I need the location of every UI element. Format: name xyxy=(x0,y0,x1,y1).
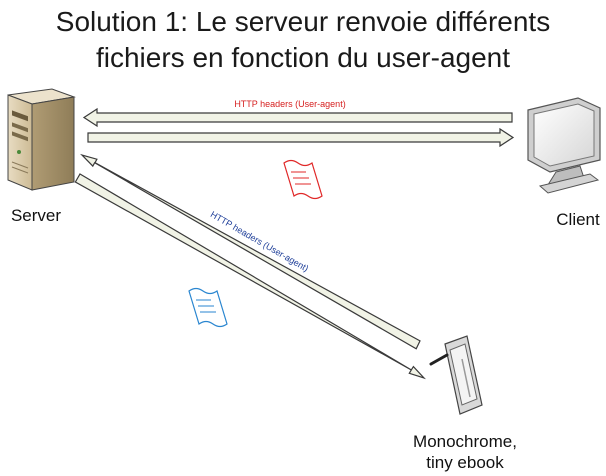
server-label: Server xyxy=(10,206,62,225)
diagram-title: Solution 1: Le serveur renvoie différent… xyxy=(0,4,606,76)
arrow-server-to-client xyxy=(87,127,515,148)
server-icon xyxy=(7,88,76,191)
arrow-server-to-ebook xyxy=(74,173,426,380)
client-label: Client xyxy=(556,210,600,229)
client-request-label: HTTP headers (User-agent) xyxy=(234,99,345,109)
arrow-ebook-to-server xyxy=(80,153,421,350)
ebook-label-line-1: Monochrome, xyxy=(413,432,517,451)
arrow-client-to-server xyxy=(82,107,513,128)
ebook-label: Monochrome, tiny ebook xyxy=(395,431,535,473)
tablet-icon xyxy=(429,335,483,415)
title-line-2: fichiers en fonction du user-agent xyxy=(95,42,511,73)
monitor-icon xyxy=(527,97,601,194)
ebook-document-icon xyxy=(188,287,228,328)
client-document-icon xyxy=(283,159,323,200)
title-line-1: Solution 1: Le serveur renvoie différent… xyxy=(55,6,551,37)
ebook-label-line-2: tiny ebook xyxy=(426,453,504,472)
